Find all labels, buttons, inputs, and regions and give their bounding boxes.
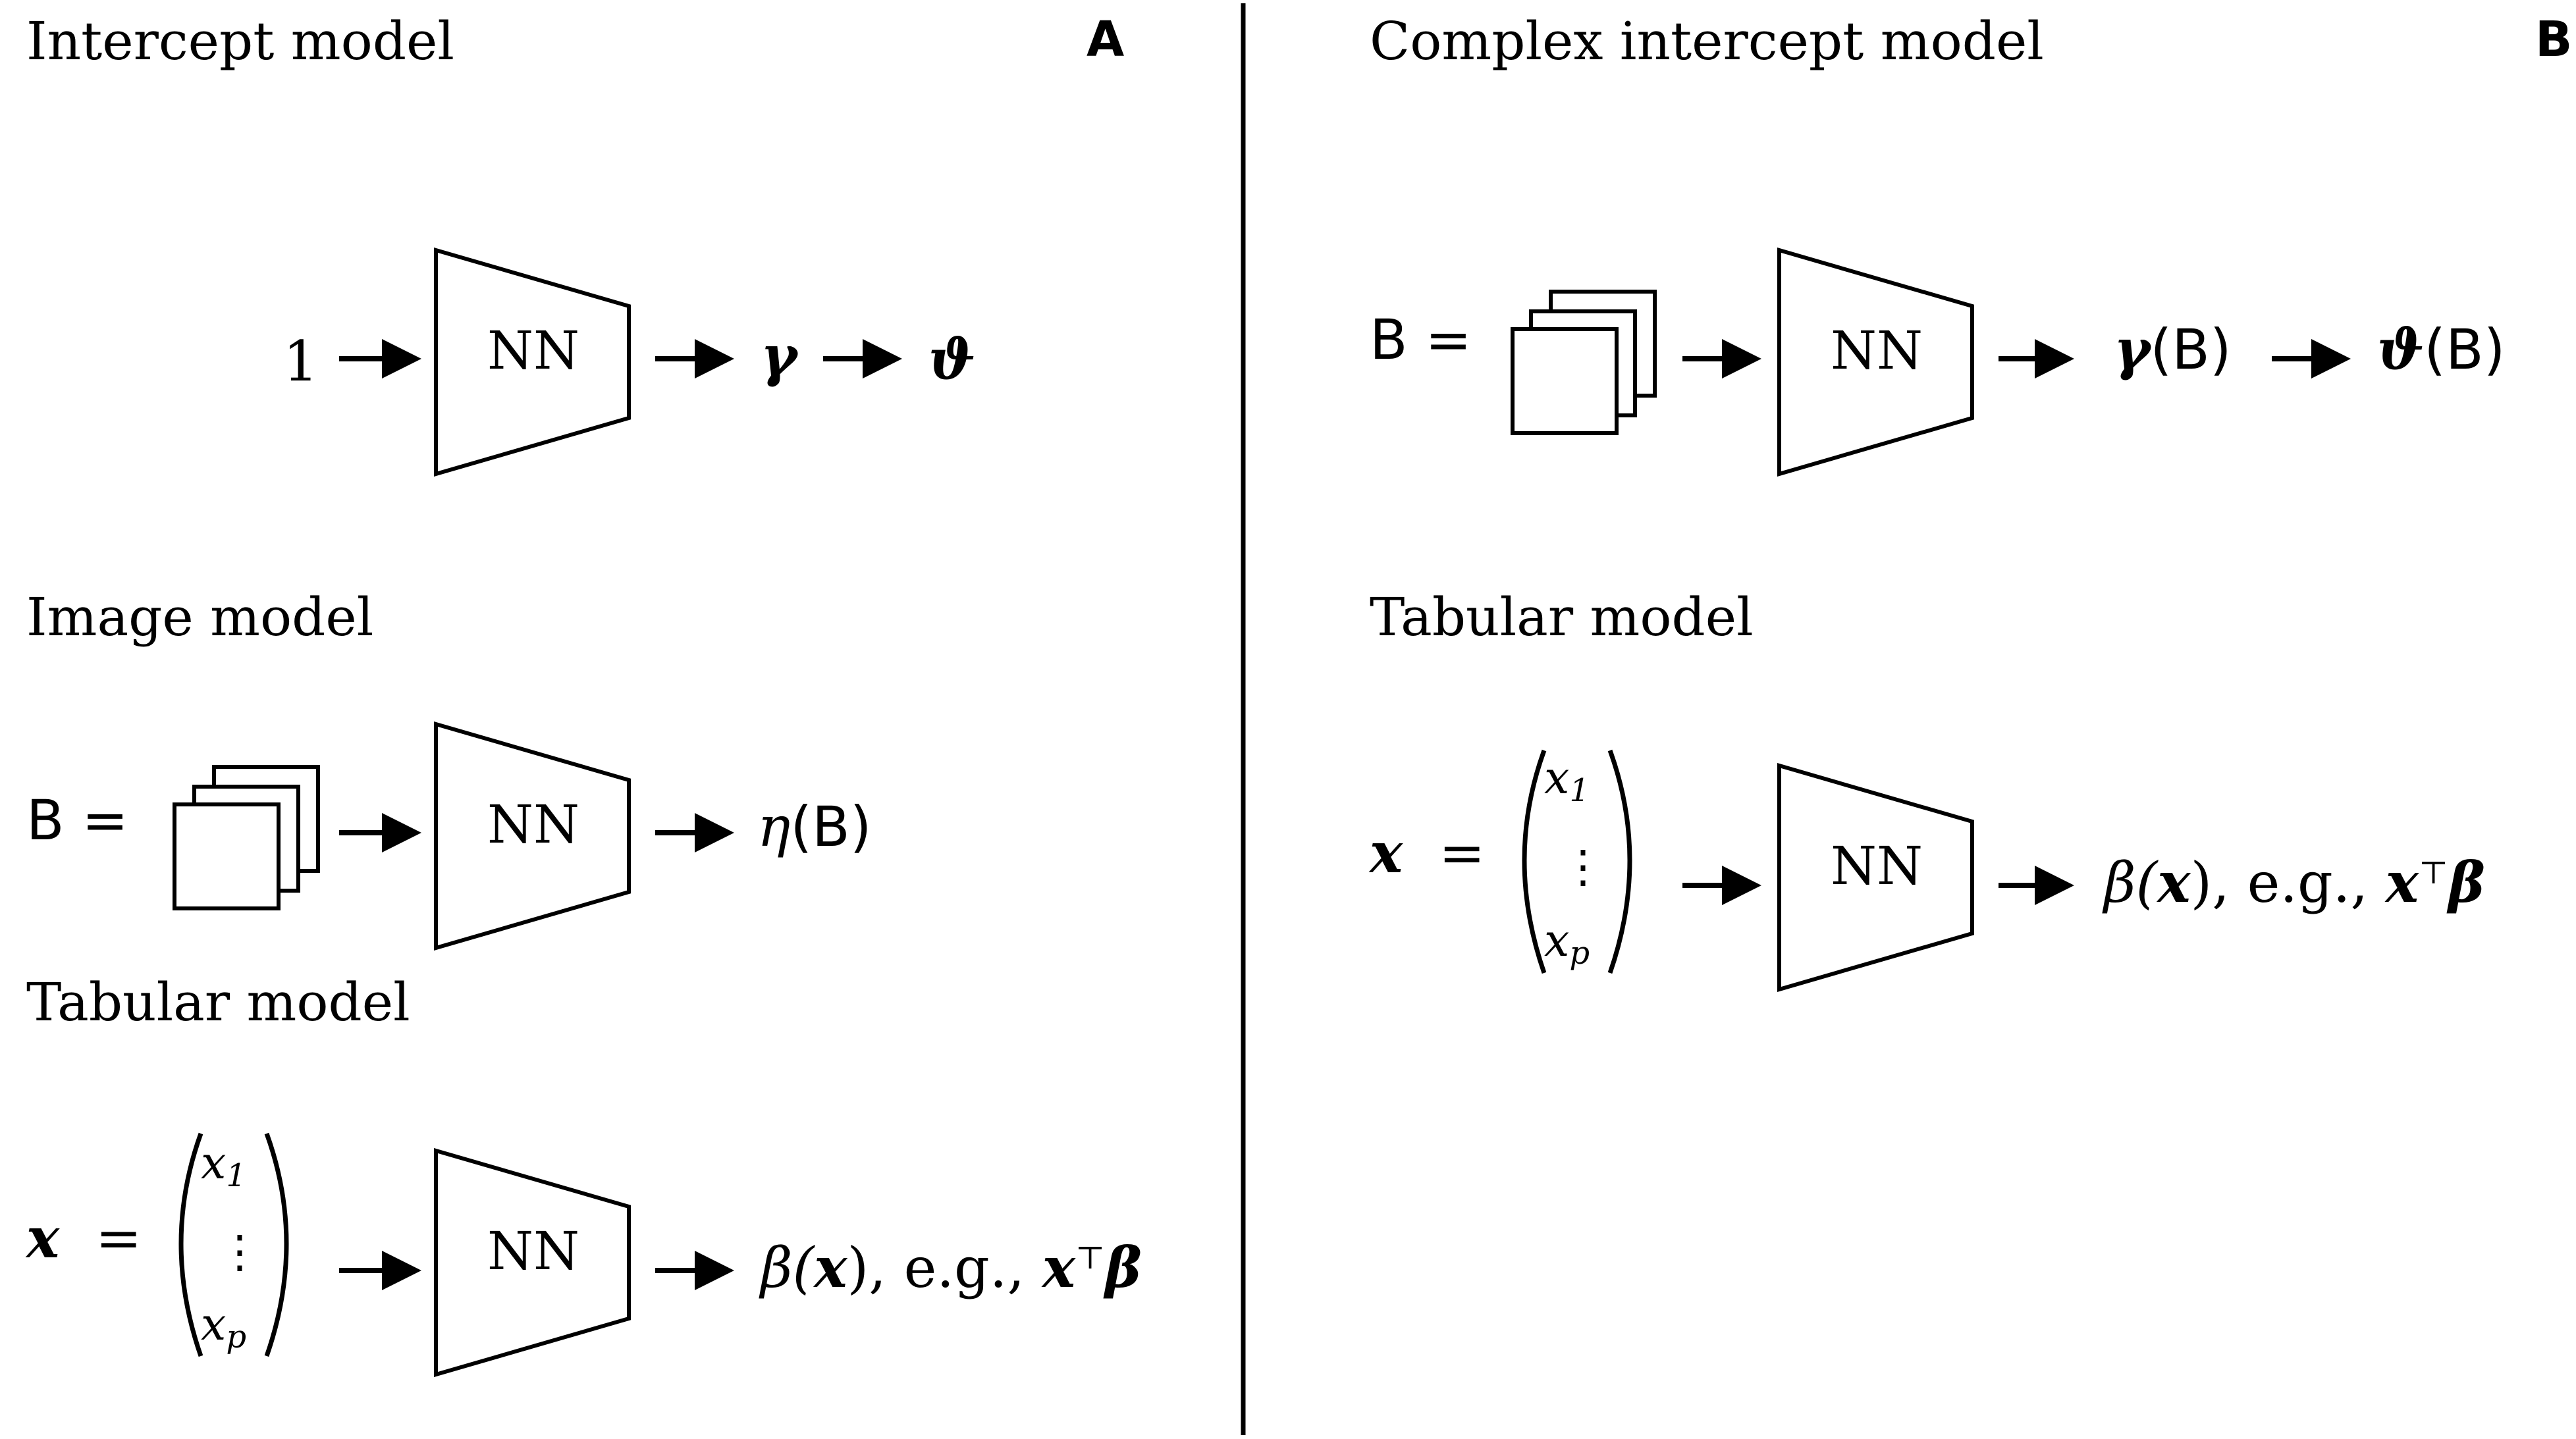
theta-output: ϑ [928, 327, 975, 392]
panel-a-label: A [1087, 11, 1124, 68]
image-stack-icon [173, 765, 320, 910]
nn-label: NN [1831, 320, 1923, 381]
image-stack-icon [1511, 290, 1657, 435]
tabular-output-b: β(x), e.g., x⊤β [2102, 850, 2485, 915]
tabular-lhs-x-a: x [25, 1205, 60, 1270]
tabular-output-a: β(x), e.g., x⊤β [759, 1235, 1142, 1300]
vector-vdots: ⋮ [1561, 841, 1605, 893]
tabular-model-title-b: Tabular model [1370, 587, 1754, 648]
eta-symbol: η [757, 795, 790, 859]
arrow [339, 813, 421, 852]
vector-x1: x1 [201, 1138, 246, 1194]
gamma-output: γ [761, 323, 799, 388]
panel-b-label: B [2535, 11, 2572, 68]
vector-vdots: ⋮ [217, 1226, 262, 1278]
complex-lhs-b: B = [1370, 307, 1472, 372]
eta-output: η(B) [757, 795, 872, 859]
tabular-model-title-a: Tabular model [26, 972, 410, 1033]
theta-b-output: ϑ(B) [2377, 317, 2505, 382]
arrow [655, 339, 734, 379]
nn-label: NN [487, 320, 579, 381]
eta-arg: (B) [790, 795, 871, 859]
arrow [823, 339, 902, 379]
tabular-lhs-x-b: x [1368, 820, 1403, 885]
gamma-b-output: γ(B) [2114, 317, 2232, 382]
intercept-model-title: Intercept model [26, 11, 454, 72]
vector-x1: x1 [1544, 752, 1590, 809]
arrow [655, 1251, 734, 1290]
right-paren [1607, 749, 1632, 974]
arrow [1999, 866, 2074, 905]
arrow [1682, 866, 1761, 905]
arrow [2272, 339, 2351, 379]
arrow [339, 339, 421, 379]
tabular-lhs-eq-a: = [95, 1206, 142, 1270]
intercept-input-1: 1 [283, 329, 318, 394]
left-paren [1522, 749, 1547, 974]
nn-label: NN [487, 794, 579, 855]
vector-xp: xp [201, 1299, 246, 1355]
left-paren [178, 1132, 203, 1357]
nn-label: NN [1831, 835, 1923, 897]
vector-xp: xp [1544, 915, 1590, 972]
arrow [1999, 339, 2074, 379]
right-paren [264, 1132, 289, 1357]
nn-trapezoid [434, 1148, 631, 1377]
nn-label: NN [487, 1220, 579, 1282]
arrow [1682, 339, 1761, 379]
nn-trapezoid [1777, 763, 1974, 992]
tabular-lhs-eq-b: = [1439, 821, 1485, 885]
nn-trapezoid [434, 248, 631, 477]
arrow [655, 813, 734, 852]
arrow [339, 1251, 421, 1290]
image-model-title: Image model [26, 587, 373, 648]
complex-intercept-title: Complex intercept model [1370, 11, 2044, 72]
nn-trapezoid [434, 721, 631, 951]
image-lhs-b: B = [26, 788, 128, 852]
nn-trapezoid [1777, 248, 1974, 477]
